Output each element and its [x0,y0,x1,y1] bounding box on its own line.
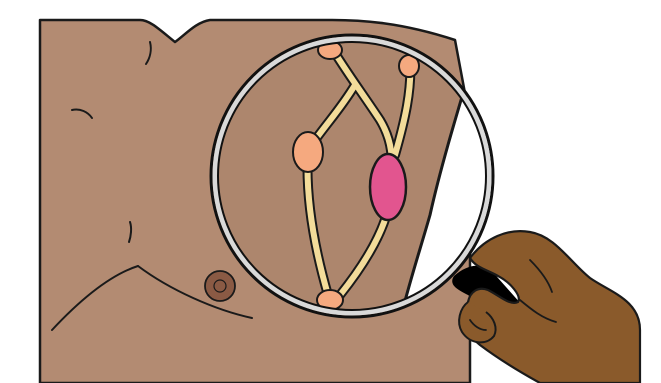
nipple [205,271,235,301]
hand [459,231,640,383]
swollen-lymph-node [370,154,406,220]
lymph-node [293,132,323,172]
